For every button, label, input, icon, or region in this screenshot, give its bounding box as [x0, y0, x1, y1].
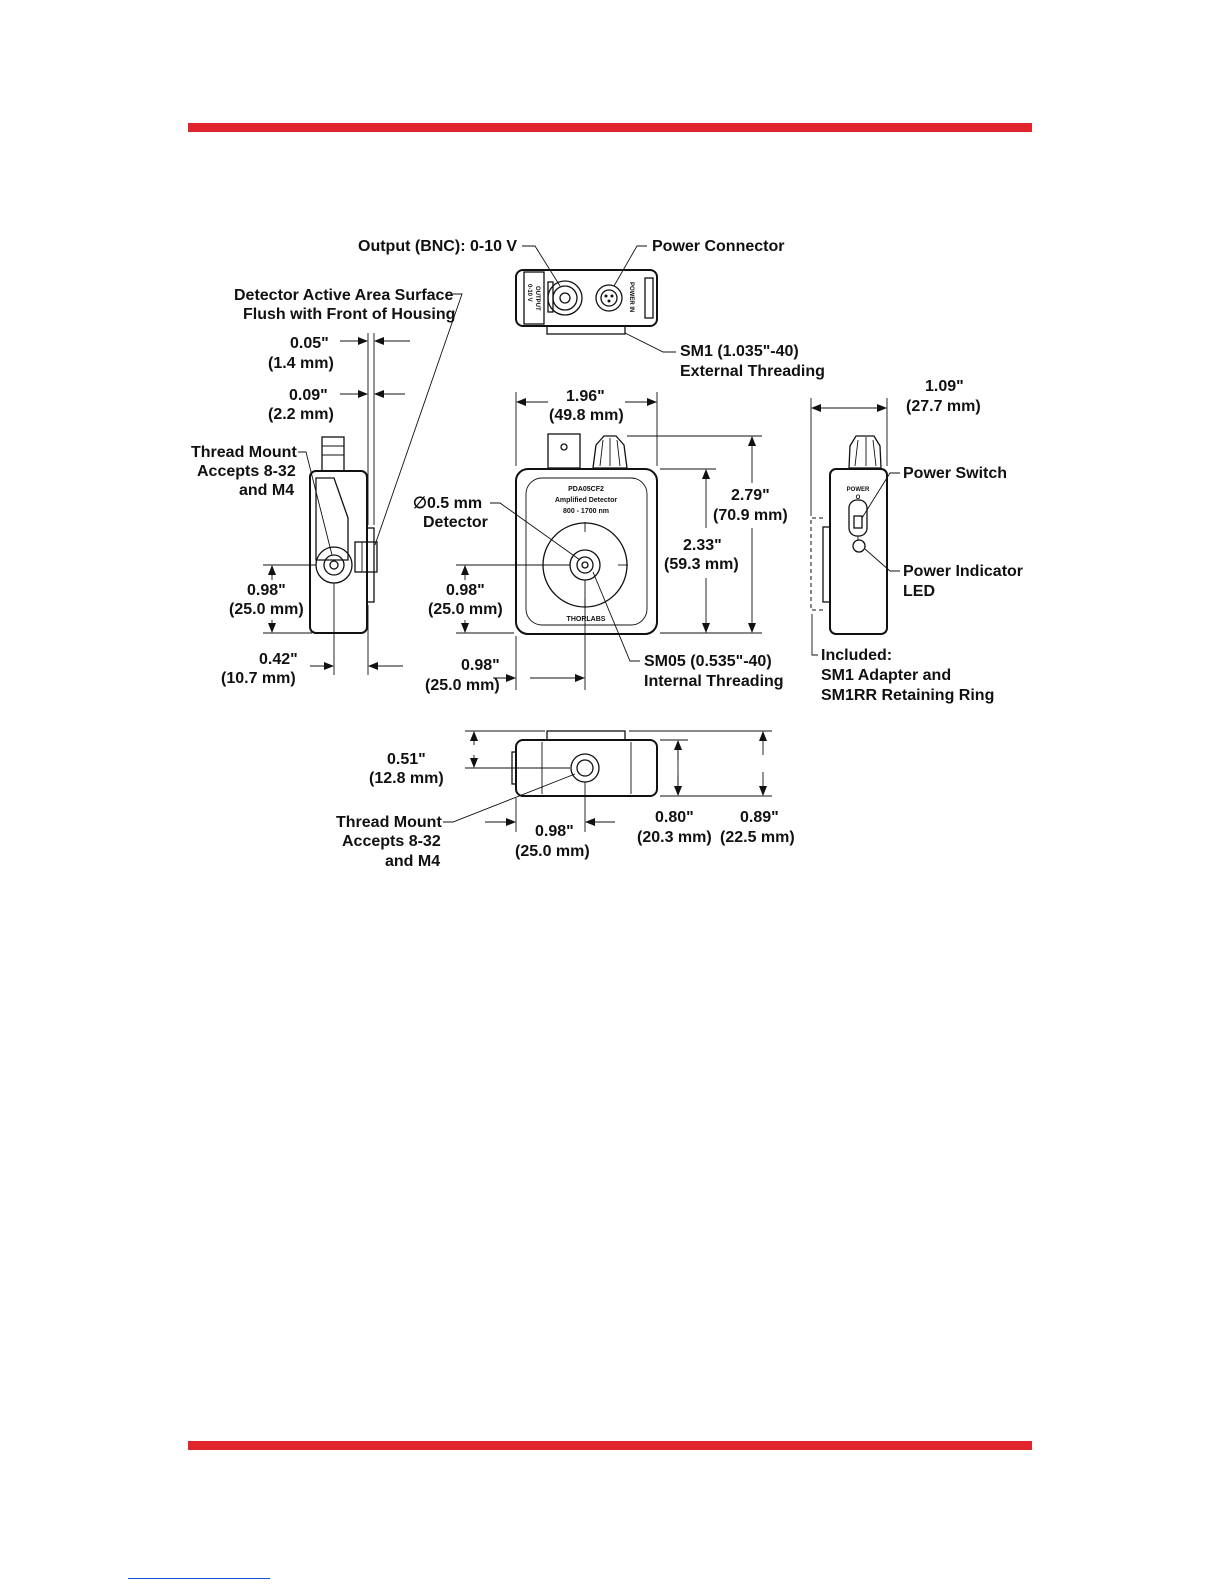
left-thread-mount-1: Thread Mount	[191, 444, 297, 461]
bottom-thread-mount-1: Thread Mount	[336, 814, 442, 831]
bottom-thread-mount-2: Accepts 8-32	[342, 833, 441, 850]
front-view: PDA05CF2 Amplified Detector 800 - 1700 n…	[515, 433, 658, 635]
led-label-1: Power Indicator	[903, 563, 1023, 580]
height-total-in: 2.79"	[731, 487, 770, 504]
power-switch-label: Power Switch	[903, 465, 1007, 482]
left-dim-098-in: 0.98"	[247, 582, 286, 599]
sm1-threading-label-2: External Threading	[680, 363, 825, 380]
front-center-h-in: 0.98"	[461, 657, 500, 674]
sm05-label-2: Internal Threading	[644, 673, 784, 690]
front-center-v-in: 0.98"	[446, 582, 485, 599]
voltage-stamp: 0-10 V	[526, 284, 532, 302]
output-stamp: OUTPUT	[534, 286, 540, 311]
product-stamp: Amplified Detector	[555, 497, 618, 504]
right-side-view: POWER O I	[810, 435, 888, 635]
bottom-dim-098-mm: (25.0 mm)	[515, 843, 590, 860]
detector-size-label: ∅0.5 mm	[413, 495, 482, 512]
height-body-in: 2.33"	[683, 537, 722, 554]
active-area-label-1: Detector Active Area Surface	[234, 287, 453, 304]
bottom-red-rule	[188, 1441, 1032, 1450]
detector-label: Detector	[423, 514, 488, 531]
dim-005-mm: (1.4 mm)	[268, 355, 334, 372]
dim-042-mm: (10.7 mm)	[221, 670, 296, 687]
range-stamp: 800 - 1700 nm	[563, 508, 609, 515]
active-area-label-2: Flush with Front of Housing	[243, 306, 455, 323]
power-connector-label: Power Connector	[652, 238, 784, 255]
bottom-dim-098-in: 0.98"	[535, 823, 574, 840]
front-center-v-mm: (25.0 mm)	[428, 601, 503, 618]
dim-009-mm: (2.2 mm)	[268, 406, 334, 423]
dim-009-in: 0.09"	[289, 387, 328, 404]
width-in: 1.96"	[566, 388, 605, 405]
height-total-mm: (70.9 mm)	[713, 507, 788, 524]
dim-089-mm: (22.5 mm)	[720, 829, 795, 846]
dim-051-mm: (12.8 mm)	[369, 770, 444, 787]
dim-042-in: 0.42"	[259, 651, 298, 668]
top-red-rule	[188, 123, 1032, 132]
depth-in: 1.09"	[925, 378, 964, 395]
model-stamp: PDA05CF2	[568, 486, 604, 493]
footer-link-underline[interactable]	[128, 1578, 270, 1579]
dim-051-in: 0.51"	[387, 751, 426, 768]
sm1-threading-label-1: SM1 (1.035"-40)	[680, 343, 799, 360]
included-label-1: Included:	[821, 647, 892, 664]
left-dim-098-mm: (25.0 mm)	[229, 601, 304, 618]
power-stamp: POWER	[847, 487, 870, 493]
left-thread-mount-2: Accepts 8-32	[197, 463, 296, 480]
width-mm: (49.8 mm)	[549, 407, 624, 424]
dim-089-in: 0.89"	[740, 809, 779, 826]
dim-080-in: 0.80"	[655, 809, 694, 826]
left-thread-mount-3: and M4	[239, 482, 294, 499]
on-mark: O	[856, 495, 861, 501]
output-bnc-label: Output (BNC): 0-10 V	[358, 238, 517, 255]
bottom-thread-mount-3: and M4	[385, 853, 440, 870]
top-view: OUTPUT 0-10 V POWER IN	[515, 269, 658, 335]
dim-005-in: 0.05"	[290, 335, 329, 352]
left-side-view	[309, 436, 378, 634]
brand-logo: THORLABS	[567, 616, 606, 623]
included-label-2: SM1 Adapter and	[821, 667, 951, 684]
depth-mm: (27.7 mm)	[906, 398, 981, 415]
off-mark: I	[857, 537, 859, 543]
led-label-2: LED	[903, 583, 935, 600]
power-in-stamp: POWER IN	[628, 282, 634, 312]
dim-080-mm: (20.3 mm)	[637, 829, 712, 846]
front-center-h-mm: (25.0 mm)	[425, 677, 500, 694]
sm05-label-1: SM05 (0.535"-40)	[644, 653, 772, 670]
included-label-3: SM1RR Retaining Ring	[821, 687, 994, 704]
bottom-view	[511, 730, 658, 797]
height-body-mm: (59.3 mm)	[664, 556, 739, 573]
